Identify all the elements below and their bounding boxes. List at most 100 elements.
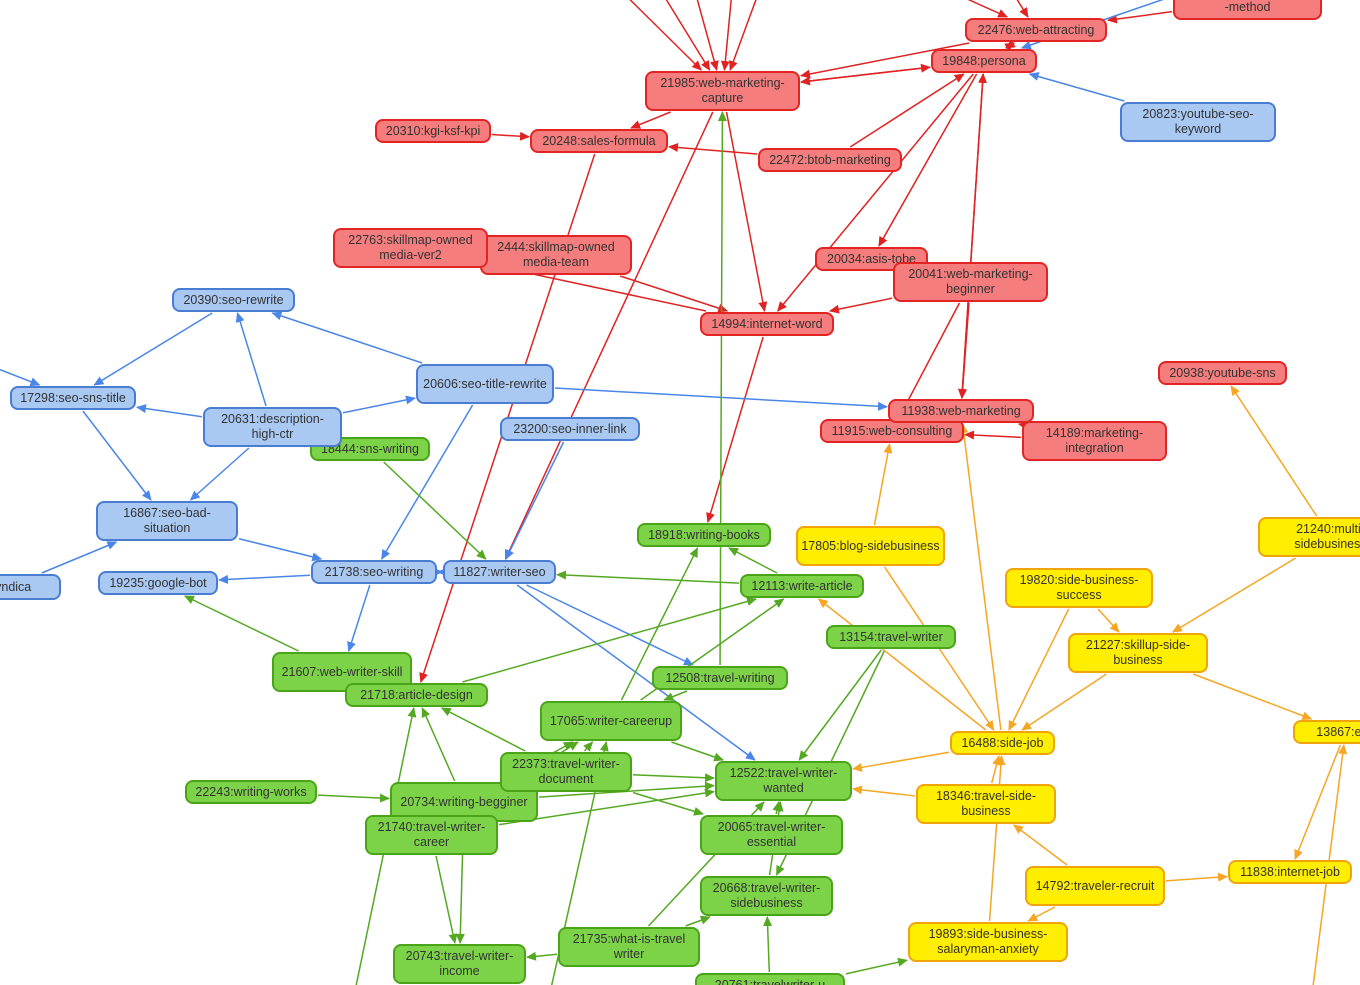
graph-edge-20041-14994 [829, 297, 893, 314]
graph-edge-17065-18918 [620, 547, 699, 701]
graph-edge-21607-19235 [183, 595, 299, 652]
graph-node-21735[interactable]: 21735:what-is-travel writer [558, 927, 700, 967]
graph-edge-22373-21718 [440, 707, 526, 752]
graph-edge-20734-21718 [421, 707, 456, 782]
graph-edge-22476-21985 [800, 42, 970, 79]
graph-node-12522[interactable]: 12522:travel-writer-wanted [715, 761, 852, 801]
graph-edge-vb1-17298 [0, 368, 41, 386]
graph-edge-12113-11827 [556, 570, 740, 584]
graph-edge-21735-20668 [685, 915, 711, 927]
graph-edge-19848-22476 [1004, 42, 1016, 52]
graph-edge-20631-16867 [189, 447, 250, 501]
graph-edge-16488-12522 [852, 751, 950, 772]
graph-node-21985[interactable]: 21985:web-marketing-capture [645, 71, 800, 111]
graph-node-21738[interactable]: 21738:seo-writing [311, 560, 437, 584]
graph-edge-22373-12522 [632, 773, 715, 783]
graph-node-20606[interactable]: 20606:seo-title-rewrite [416, 364, 554, 404]
graph-node-20823[interactable]: 20823:youtube-seo-keyword [1120, 102, 1276, 142]
graph-edge-vt7-22476 [1016, 0, 1029, 18]
graph-edge-18346-12522 [852, 785, 916, 797]
graph-edge-21738-21607 [347, 584, 371, 652]
graph-node-11938[interactable]: 11938:web-marketing [888, 399, 1034, 423]
graph-node-17065[interactable]: 17065:writer-careerup [540, 701, 682, 741]
graph-node-12508[interactable]: 12508:travel-writing [652, 666, 788, 690]
graph-edge-20390-17298 [93, 312, 213, 386]
graph-edge-21738-19235 [218, 574, 311, 584]
graph-edge-12508-21985 [717, 111, 727, 666]
graph-node-method[interactable]: -method [1173, 0, 1322, 20]
graph-edge-21240-20938 [1230, 385, 1318, 517]
graph-edge-vt4-21985 [720, 0, 732, 71]
graph-node-20065[interactable]: 20065:travel-writer-essential [700, 815, 843, 855]
graph-node-syndica[interactable]: -syndica [0, 574, 61, 600]
graph-node-20310[interactable]: 20310:kgi-ksf-kpi [375, 119, 491, 143]
graph-node-22243[interactable]: 22243:writing-works [185, 780, 317, 804]
graph-node-20938[interactable]: 20938:youtube-sns [1158, 361, 1287, 385]
graph-edge-11938-19848 [961, 73, 988, 399]
graph-edge-12113-18918 [728, 547, 778, 574]
graph-node-17298[interactable]: 17298:seo-sns-title [10, 386, 136, 410]
graph-node-20631[interactable]: 20631:description-high-ctr [203, 407, 342, 447]
graph-node-19235[interactable]: 19235:google-bot [98, 571, 218, 595]
graph-node-2444[interactable]: 2444:skillmap-owned media-team [480, 235, 632, 275]
graph-node-21718[interactable]: 21718:article-design [345, 683, 488, 707]
graph-edge-vt3-21985 [696, 0, 719, 71]
graph-edge-14189-11915 [964, 430, 1022, 440]
graph-node-20743[interactable]: 20743:travel-writer-income [393, 944, 526, 984]
graph-node-16488[interactable]: 16488:side-job [950, 731, 1055, 755]
graph-node-20390[interactable]: 20390:seo-rewrite [172, 288, 295, 312]
graph-edge-14994-18918 [706, 336, 764, 523]
graph-edge-13867-11838 [1294, 744, 1342, 860]
graph-node-20041[interactable]: 20041:web-marketing-beginner [893, 262, 1048, 302]
graph-node-22373[interactable]: 22373:travel-writer-document [500, 752, 632, 792]
graph-node-13867[interactable]: 13867:eas [1293, 720, 1360, 744]
graph-edge-22373-20065 [632, 791, 704, 816]
graph-node-21607[interactable]: 21607:web-writer-skill [272, 652, 412, 692]
graph-edge-21985-11827 [504, 111, 714, 560]
graph-node-14994[interactable]: 14994:internet-word [700, 312, 834, 336]
graph-edge-21740-20743 [435, 855, 458, 944]
graph-edge-21985-19848 [800, 63, 931, 83]
graph-node-20761[interactable]: 20761:travelwriter-u [695, 973, 845, 985]
graph-node-22763[interactable]: 22763:skillmap-owned media-ver2 [333, 228, 488, 268]
graph-edge-16488-11938 [959, 423, 1002, 731]
graph-node-20668[interactable]: 20668:travel-writer-sidebusiness [700, 876, 833, 916]
graph-node-21740[interactable]: 21740:travel-writer-career [365, 815, 498, 855]
graph-edge-17065-12522 [671, 741, 725, 762]
graph-node-17805[interactable]: 17805:blog-sidebusiness [796, 526, 945, 566]
graph-node-19848[interactable]: 19848:persona [931, 49, 1037, 73]
graph-node-11838[interactable]: 11838:internet-job [1228, 860, 1352, 884]
graph-node-18346[interactable]: 18346:travel-side-business [916, 784, 1056, 824]
graph-edge-21240-21227 [1171, 557, 1297, 633]
graph-node-22476[interactable]: 22476:web-attracting [965, 18, 1107, 42]
graph-node-21227[interactable]: 21227:skillup-side-business [1068, 633, 1208, 673]
graph-edge-21735-20743 [526, 951, 558, 961]
graph-edge-20310-20248 [491, 131, 530, 141]
graph-edge-12508-17065 [663, 690, 688, 701]
graph-node-14792[interactable]: 14792:traveler-recruit [1025, 866, 1165, 906]
graph-node-23200[interactable]: 23200:seo-inner-link [500, 417, 640, 441]
graph-node-12113[interactable]: 12113:write-article [740, 574, 864, 598]
graph-edge-19820-21227 [1097, 608, 1120, 633]
graph-edge-20631-17298 [136, 404, 203, 418]
graph-edge-20761-20668 [763, 916, 773, 973]
graph-node-22472[interactable]: 22472:btob-marketing [758, 148, 902, 172]
graph-node-14189[interactable]: 14189:marketing-integration [1022, 421, 1167, 461]
graph-edge-16488-12113 [817, 598, 987, 731]
graph-edge-method-22476 [1107, 10, 1173, 24]
graph-edge-22243-20734 [317, 793, 390, 803]
graph-edge-19893-16488 [988, 755, 1006, 922]
graph-node-21240[interactable]: 21240:multi-sidebusiness [1258, 517, 1360, 557]
graph-node-19820[interactable]: 19820:side-business-success [1005, 568, 1153, 608]
graph-node-13154[interactable]: 13154:travel-writer [826, 625, 956, 649]
graph-edge-vt1-21985 [629, 0, 702, 71]
graph-node-19893[interactable]: 19893:side-business-salaryman-anxiety [908, 922, 1068, 962]
graph-node-20034[interactable]: 20034:asis-tobe [815, 247, 928, 271]
graph-node-20248[interactable]: 20248:sales-formula [530, 129, 668, 153]
graph-edge-21227-13867 [1192, 673, 1313, 721]
graph-edge-19820-16488 [1008, 608, 1070, 731]
graph-node-16867[interactable]: 16867:seo-bad-situation [96, 501, 238, 541]
graph-node-18918[interactable]: 18918:writing-books [637, 523, 771, 547]
graph-edge-22472-19848 [849, 73, 965, 148]
graph-node-11827[interactable]: 11827:writer-seo [443, 560, 556, 584]
